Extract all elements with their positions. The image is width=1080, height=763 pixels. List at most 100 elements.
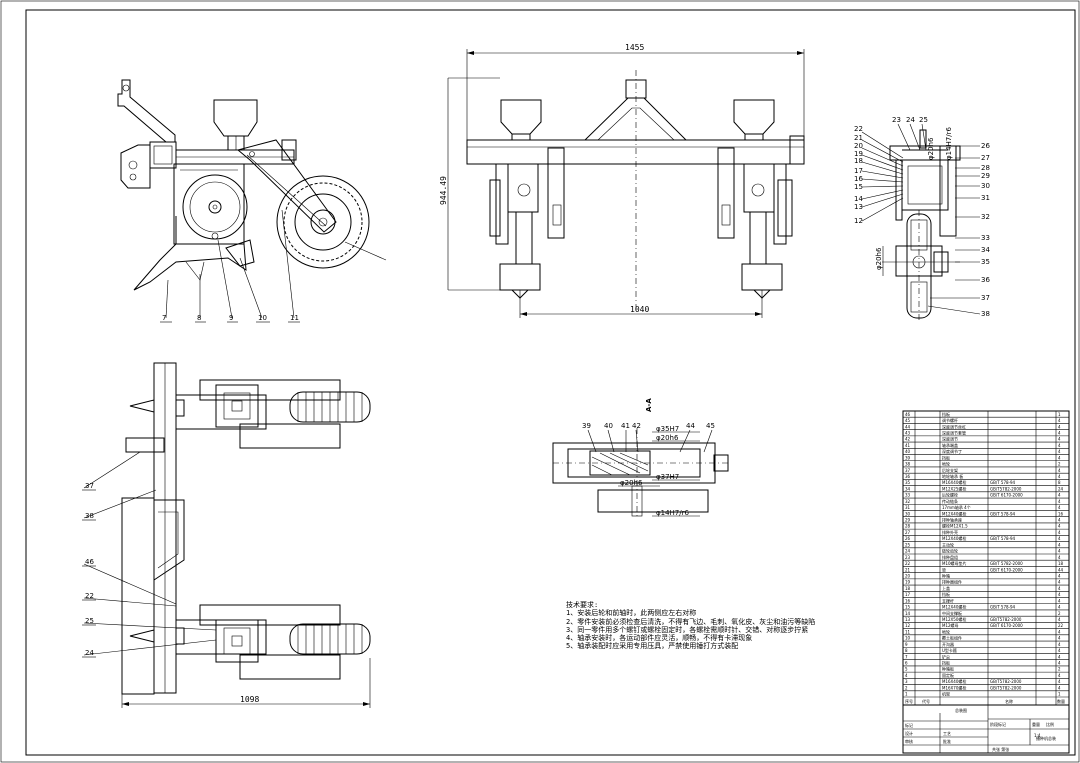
detail-balloon-41: 41 [621, 422, 630, 430]
right-balloon-19: 19 [854, 150, 863, 158]
detail-balloon-42: 42 [632, 422, 641, 430]
plan-balloon-37: 37 [85, 482, 94, 490]
bom-cell-no: 21 [905, 567, 911, 572]
bom-cell-qty: 1 [1058, 692, 1061, 697]
notes-item-5: 5、轴承装配时应采用专用压具，严禁使用锤打方式装配 [566, 642, 739, 651]
bom-cell-qty: 4 [1058, 654, 1061, 659]
bom-cell-name: 深度调节 [942, 436, 958, 442]
right-balloon-34: 34 [981, 246, 990, 254]
plan-balloon-25: 25 [85, 617, 94, 625]
bom-cell-std: GB/T 6170-2000 [990, 493, 1023, 498]
bom-cell-qty: 4 [1058, 493, 1061, 498]
tb-sheet: 共张 第张 [992, 746, 1009, 752]
bom-cell-qty: 4 [1058, 685, 1061, 690]
right-balloon-16: 16 [854, 175, 863, 183]
detail-balloon-45: 45 [706, 422, 715, 430]
right-balloon-18: 18 [854, 157, 863, 165]
bom-cell-name: M10螺母垫片 [942, 560, 967, 566]
bom-cell-no: 4 [905, 673, 908, 678]
bom-cell-no: 3 [905, 679, 908, 684]
bom-cell-name: 螺栓M12X1.5 [942, 523, 968, 529]
bom-cell-std: GB/T 6170-2000 [990, 567, 1023, 572]
bom-cell-qty: 4 [1058, 536, 1061, 541]
right-balloon-35: 35 [981, 258, 990, 266]
bom-cell-no: 12 [905, 623, 911, 628]
right-balloon-30: 30 [981, 182, 990, 190]
front-view: 1455 944.49 [439, 43, 805, 318]
bom-cell-std: GB/T 6170-2000 [990, 623, 1023, 628]
bom-cell-no: 42 [905, 437, 911, 442]
detail-fit-37h7: φ37H7 [656, 473, 679, 481]
bom-header-code: 代号 [922, 698, 930, 704]
bom-cell-qty: 4 [1058, 524, 1061, 529]
title-block: 总装图 标记 设计 审核 工艺 批准 阶段标记 重量 比例 1:4 共张 第张 … [902, 704, 1070, 754]
bom-cell-name: M16X40螺栓 [942, 479, 966, 485]
right-fit-20h6: φ20h6 [875, 247, 883, 270]
bom-cell-qty: 4 [1058, 592, 1061, 597]
inner-frame [25, 9, 1076, 756]
bom-cell-qty: 2 [1058, 462, 1061, 467]
bom-cell-no: 2 [905, 685, 908, 690]
bom-cell-qty: 4 [1058, 424, 1061, 429]
bom-cell-std: GB/T 578-94 [990, 480, 1016, 485]
bom-cell-no: 46 [905, 412, 911, 417]
bom-cell-no: 5 [905, 667, 908, 672]
bom-cell-name: 轴承端盖 [942, 442, 958, 448]
detail-balloon-39: 39 [582, 422, 591, 430]
bom-cell-no: 13 [905, 617, 911, 622]
bom-cell-no: 15 [905, 605, 911, 610]
bom-header-name: 名称 [1005, 698, 1013, 704]
right-fit-14h7r6: φ14H7/r6 [945, 127, 953, 160]
right-balloon-26: 26 [981, 142, 990, 150]
bom-cell-name: M12X40螺栓 [942, 510, 966, 516]
bom-cell-name: M12X40螺栓 [942, 535, 966, 541]
right-balloon-21: 21 [854, 134, 863, 142]
bom-cell-std: GB/T 578-94 [990, 605, 1016, 610]
bom-cell-name: 种箱板 [942, 666, 954, 672]
bom-cell-qty: 1 [1058, 412, 1061, 417]
bom-cell-qty: 4 [1058, 598, 1061, 603]
bom-cell-no: 14 [905, 611, 911, 616]
bom-cell-qty: 4 [1058, 505, 1061, 510]
bom-header-qty: 数量 [1057, 698, 1065, 704]
tb-process: 工艺 [943, 731, 951, 736]
plan-balloon-24: 24 [85, 649, 94, 657]
bom-cell-qty: 4 [1058, 474, 1061, 479]
detail-section: A-A 39 40 41 42 44 45 φ35H7 φ20h6 φ3 [552, 398, 729, 518]
bom-cell-no: 26 [905, 536, 911, 541]
bom-header-no: 序号 [905, 698, 913, 704]
bom-cell-no: 41 [905, 443, 911, 448]
right-balloon-27: 27 [981, 154, 990, 162]
right-balloon-12: 12 [854, 217, 863, 225]
bom-cell-name: 后轮螺栓 [942, 492, 958, 498]
bom-cell-qty: 4 [1058, 530, 1061, 535]
dim-front-height: 944.49 [439, 176, 448, 205]
bom-cell-qty: 4 [1058, 617, 1061, 622]
notes-item-1: 1、安装后轮和前轴时，此两侧应左右对称 [566, 609, 697, 618]
bom-cell-name: 上盖 [942, 585, 950, 591]
bom-cell-qty: 4 [1058, 430, 1061, 435]
bom-cell-no: 11 [905, 629, 911, 634]
bom-cell-no: 45 [905, 418, 911, 423]
bom-cell-std: GB/T 578-94 [990, 511, 1016, 516]
bom-cell-no: 28 [905, 524, 911, 529]
bom-cell-std: GB/T 578-94 [990, 536, 1016, 541]
tb-project: 播种机总装 [1036, 735, 1056, 741]
bom-cell-std: GB/T5782-2000 [990, 486, 1022, 491]
bom-cell-name: 支撑杆 [942, 597, 954, 603]
right-balloon-22: 22 [854, 125, 863, 133]
bom-cell-no: 27 [905, 530, 911, 535]
bom-cell-name: 排种外壳 [942, 529, 958, 535]
bom-cell-qty: 24 [1058, 486, 1064, 491]
bom-cell-no: 38 [905, 462, 911, 467]
side-balloon-8: 8 [197, 314, 201, 322]
detail-balloon-44: 44 [686, 422, 695, 430]
notes-item-3: 3、同一零件用多个螺钉或螺栓固定时，各螺栓需顺时针、交错、对称逐步拧紧 [566, 625, 809, 634]
bom-cell-no: 18 [905, 586, 911, 591]
right-view: φ20h6 φ20h6 φ14H7/r6 22 21 20 19 18 [854, 116, 990, 322]
bom-cell-no: 43 [905, 430, 911, 435]
side-balloon-7: 7 [162, 314, 166, 322]
bom-cell-no: 33 [905, 493, 911, 498]
bom-cell-qty: 8 [1058, 480, 1061, 485]
